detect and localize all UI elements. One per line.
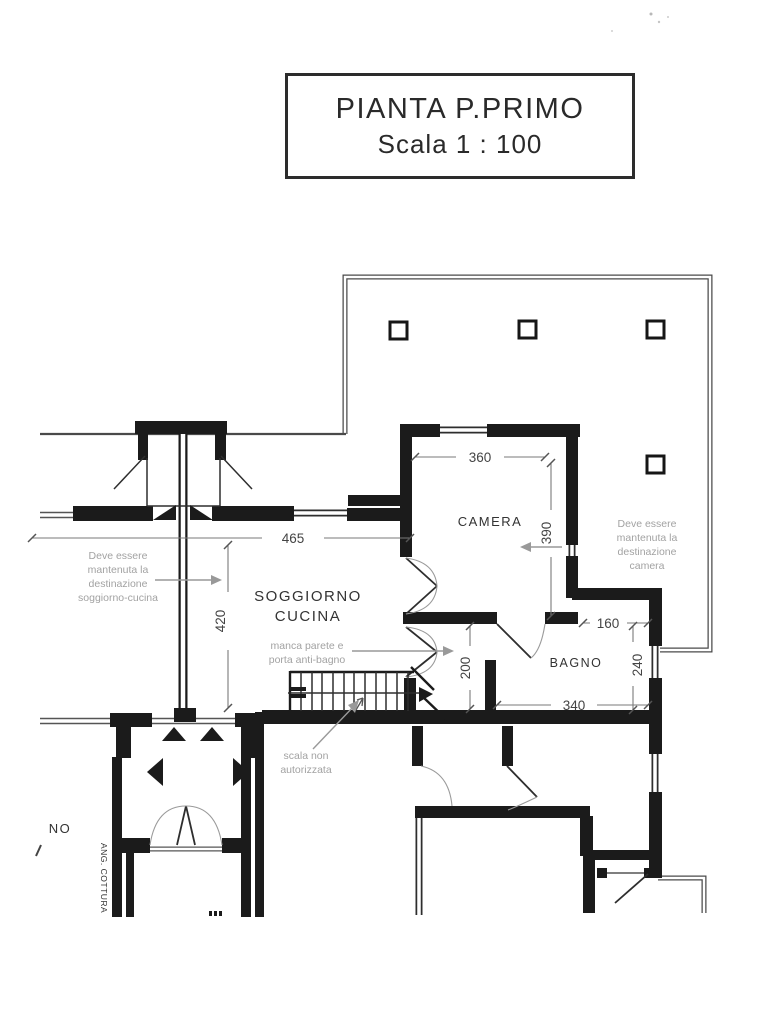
dim-camera-height: 390 xyxy=(539,522,554,545)
wall-segments xyxy=(73,421,662,917)
title-block: PIANTA P.PRIMO Scala 1 : 100 xyxy=(285,73,635,179)
scan-mark xyxy=(219,911,222,916)
door-leaves xyxy=(176,557,649,904)
pillar xyxy=(388,320,409,341)
note-right-arrowhead xyxy=(520,542,531,552)
dim-disimpegno-height: 200 xyxy=(458,657,473,680)
stairs xyxy=(288,666,448,721)
note-center-line: porta anti-bagno xyxy=(269,654,346,666)
label-soggiorno: SOGGIORNO xyxy=(254,588,362,605)
note-right-line: Deve essere xyxy=(618,518,677,530)
doors xyxy=(149,557,649,904)
label-camera: CAMERA xyxy=(458,514,523,529)
pillar xyxy=(517,319,538,340)
annotations: Deve essere mantenuta la destinazione so… xyxy=(78,518,677,776)
scan-mark xyxy=(209,911,212,916)
marker-triangle-up xyxy=(200,727,224,741)
scan-specks xyxy=(611,12,669,32)
dim-ticks xyxy=(27,452,653,715)
pillar xyxy=(645,319,666,340)
lower-windows xyxy=(150,818,644,915)
dimension-lines xyxy=(27,452,653,715)
note-stairs-leader xyxy=(312,704,356,750)
scan-mark xyxy=(214,911,217,916)
room-labels: SOGGIORNO CUCINA CAMERA BAGNO NO ANG. CO… xyxy=(35,514,603,913)
dimension-labels: 465 420 360 390 160 240 340 200 xyxy=(213,450,645,713)
note-right-line: destinazione xyxy=(618,546,677,558)
note-left-line: destinazione xyxy=(89,578,148,590)
note-stairs-line: scala non xyxy=(284,750,329,762)
bay-window-frames xyxy=(113,455,253,507)
dim-camera-width: 360 xyxy=(469,450,492,465)
dim-soggiorno-height: 420 xyxy=(213,610,228,633)
note-center-arrowhead xyxy=(443,646,454,656)
terrace-boundary-inner xyxy=(343,275,712,913)
bay-sill-triangle xyxy=(190,505,213,520)
note-left-line: Deve essere xyxy=(89,550,148,562)
plan-title: PIANTA P.PRIMO xyxy=(335,92,585,125)
label-cucina: CUCINA xyxy=(275,608,342,625)
stairs-outline xyxy=(288,670,414,711)
note-right-line: mantenuta la xyxy=(617,532,678,544)
dim-bagno-right: 240 xyxy=(630,654,645,677)
label-ang-cottura: ANG. COTTURA xyxy=(99,843,109,913)
stairs-start-mark xyxy=(291,687,306,691)
marker-triangle-right xyxy=(233,758,249,786)
marker-triangle-left xyxy=(147,758,163,786)
dim-lines xyxy=(32,456,648,710)
note-stairs-line: autorizzata xyxy=(280,764,332,776)
partial-label-mark xyxy=(35,844,42,857)
door-swing-arcs xyxy=(149,557,546,846)
stairs-start-mark xyxy=(291,694,306,698)
dim-bagno-bottom: 340 xyxy=(563,698,586,713)
stairs-treads xyxy=(300,672,409,711)
dim-soggiorno-width: 465 xyxy=(282,531,305,546)
bay-sill-triangle xyxy=(153,505,176,520)
note-center-line: manca parete e xyxy=(271,640,344,652)
terrace-pillars xyxy=(388,319,666,475)
note-right-line: camera xyxy=(629,560,664,572)
label-bagno: BAGNO xyxy=(550,656,603,670)
marker-triangle-up xyxy=(162,727,186,741)
note-left-line: mantenuta la xyxy=(88,564,149,576)
pillar xyxy=(645,454,666,475)
label-partial-left: NO xyxy=(49,821,72,836)
walls xyxy=(73,421,662,917)
opening-markers xyxy=(147,727,249,916)
stairs-direction-arrow xyxy=(355,697,364,711)
plan-scale: Scala 1 : 100 xyxy=(377,128,543,159)
windows xyxy=(294,426,659,794)
bay-windows xyxy=(113,455,253,520)
note-left-line: soggiorno-cucina xyxy=(78,592,158,604)
stairs-break-lines xyxy=(410,666,448,721)
dim-bagno-top: 160 xyxy=(597,616,620,631)
stairs-break-arrow xyxy=(419,687,433,702)
window-lines-inner xyxy=(294,428,657,794)
note-stairs-arrowhead xyxy=(348,700,359,713)
note-left-arrowhead xyxy=(211,575,222,585)
